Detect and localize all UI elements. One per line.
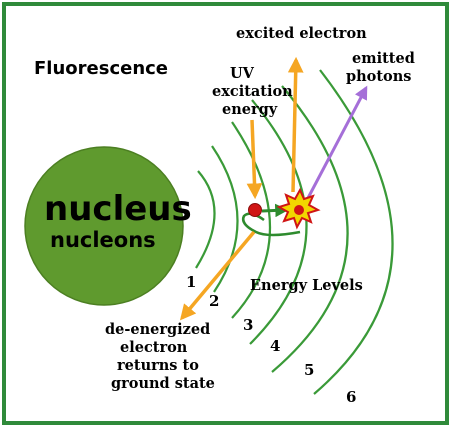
level-number-2: 2: [209, 292, 219, 310]
energy-level-arc-5: [271, 85, 349, 373]
nucleus-circle: [24, 146, 184, 306]
nucleus-label: nucleus: [44, 189, 192, 229]
level-number-5: 5: [304, 361, 314, 379]
uv-excitation-arrow: [246, 119, 263, 200]
emitted-photon-arrow: [306, 85, 368, 199]
return-label-line1: de-energized: [105, 321, 210, 338]
return-label-line3: returns to: [117, 357, 199, 374]
uv-label: UV: [230, 65, 255, 82]
energy-level-arcs: [195, 69, 394, 395]
energy-level-arc-2: [211, 145, 239, 293]
de-energized-electron-arrow: [179, 230, 256, 321]
emitted-label: emitted: [352, 50, 415, 67]
excited-electron: [294, 205, 304, 215]
level-number-4: 4: [270, 337, 280, 355]
level-number-6: 6: [346, 388, 356, 406]
energy-level-arc-3: [231, 121, 272, 319]
level-number-1: 1: [186, 273, 196, 291]
uv-energy-label: energy: [222, 101, 278, 118]
level-number-3: 3: [243, 316, 253, 334]
photons-label: photons: [346, 68, 411, 85]
energy-level-arc-6: [313, 69, 394, 395]
return-label-line2: electron: [120, 339, 188, 356]
energy-level-arc-4: [249, 99, 308, 345]
excited-electron-label: excited electron: [236, 25, 367, 42]
excited-electron-arrow: [287, 56, 304, 193]
uv-excitation-label: excitation: [212, 83, 293, 100]
return-label-line4: ground state: [111, 375, 215, 392]
ground-electron: [248, 203, 262, 217]
diagram-title: Fluorescence: [34, 58, 168, 79]
nucleons-label: nucleons: [50, 228, 156, 252]
electron-transition-arrow: [261, 203, 289, 218]
energy-levels-label: Energy Levels: [250, 277, 363, 294]
energy-level-arc-1: [195, 170, 216, 269]
